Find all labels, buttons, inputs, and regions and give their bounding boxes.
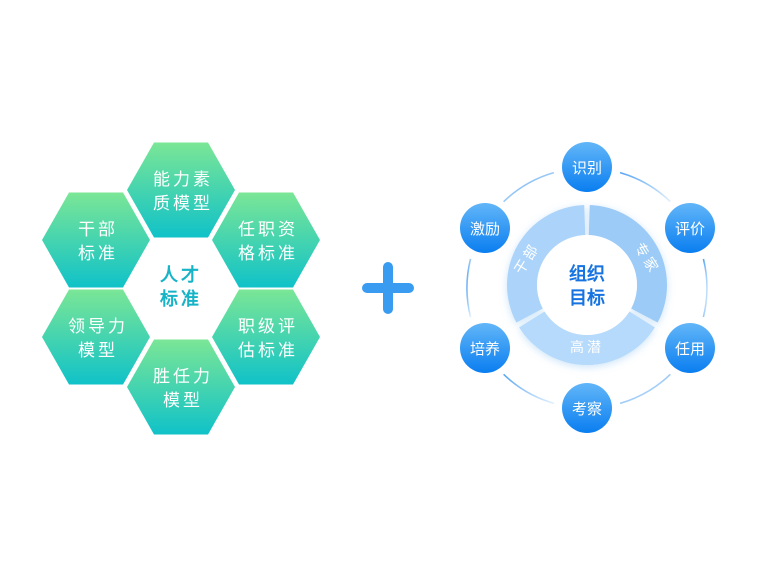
satellite-circle <box>562 383 612 433</box>
connector-arc <box>619 171 671 203</box>
hexagon-shape <box>42 289 150 385</box>
ring-segments <box>507 205 667 366</box>
satellite-label: 考察 <box>572 400 602 418</box>
hexagon-label: 格标准 <box>238 244 298 264</box>
ring-segment-right <box>588 205 667 323</box>
satellite-upper-right: 评价 <box>665 203 715 253</box>
goal-center-circle <box>537 235 637 335</box>
ring-segment-left <box>507 205 586 323</box>
hexagon-label: 干部 <box>78 220 118 240</box>
satellite-circle <box>665 203 715 253</box>
goal-label-line1: 组织 <box>569 263 605 285</box>
talent-standard-label-line1: 人才 <box>160 264 202 286</box>
satellite-lower-right: 任用 <box>665 323 715 373</box>
hexagon-label: 能力素 <box>153 170 213 190</box>
connector-arc <box>466 258 472 318</box>
connector-arc <box>503 171 555 203</box>
connector-arc <box>702 258 708 318</box>
hexagon-label: 估标准 <box>238 341 298 361</box>
connector-arc <box>503 373 555 405</box>
satellite-label: 培养 <box>470 340 500 358</box>
hexagon-shape <box>127 142 235 238</box>
hexagon-shape <box>212 289 320 385</box>
ring-label-bottom: 高潜 <box>570 339 604 356</box>
satellite-bottom: 考察 <box>562 383 612 433</box>
satellite-circle <box>460 323 510 373</box>
hexagon-label: 领导力 <box>68 317 128 337</box>
satellite-upper-left: 激励 <box>460 203 510 253</box>
goal-label-line2: 目标 <box>569 287 605 309</box>
hexagon-label: 模型 <box>163 391 203 411</box>
hexagon-label: 模型 <box>78 341 118 361</box>
hexagon-label: 质模型 <box>153 194 213 214</box>
satellite-top: 识别 <box>562 142 612 192</box>
satellite-label: 激励 <box>470 220 500 238</box>
hexagon-label: 标准 <box>78 244 118 264</box>
satellite-label: 评价 <box>675 220 705 238</box>
hexagon-label: 胜任力 <box>153 367 213 387</box>
talent-standard-label-line2: 标准 <box>159 288 202 310</box>
hexagon-shape <box>127 339 235 435</box>
satellite-label: 识别 <box>572 159 602 177</box>
satellite-lower-left: 培养 <box>460 323 510 373</box>
connector-arc <box>619 373 671 405</box>
plus-icon <box>362 262 414 314</box>
satellite-label: 任用 <box>675 340 705 358</box>
hexagon-label: 职级评 <box>238 317 298 337</box>
satellite-circle <box>665 323 715 373</box>
ring-segment-bottom <box>519 311 655 366</box>
satellite-circle <box>562 142 612 192</box>
hexagon-label: 任职资 <box>238 220 298 240</box>
hexagon-shape <box>212 192 320 288</box>
satellite-circle <box>460 203 510 253</box>
connector-arcs <box>466 171 708 405</box>
hexagon-shape <box>42 192 150 288</box>
